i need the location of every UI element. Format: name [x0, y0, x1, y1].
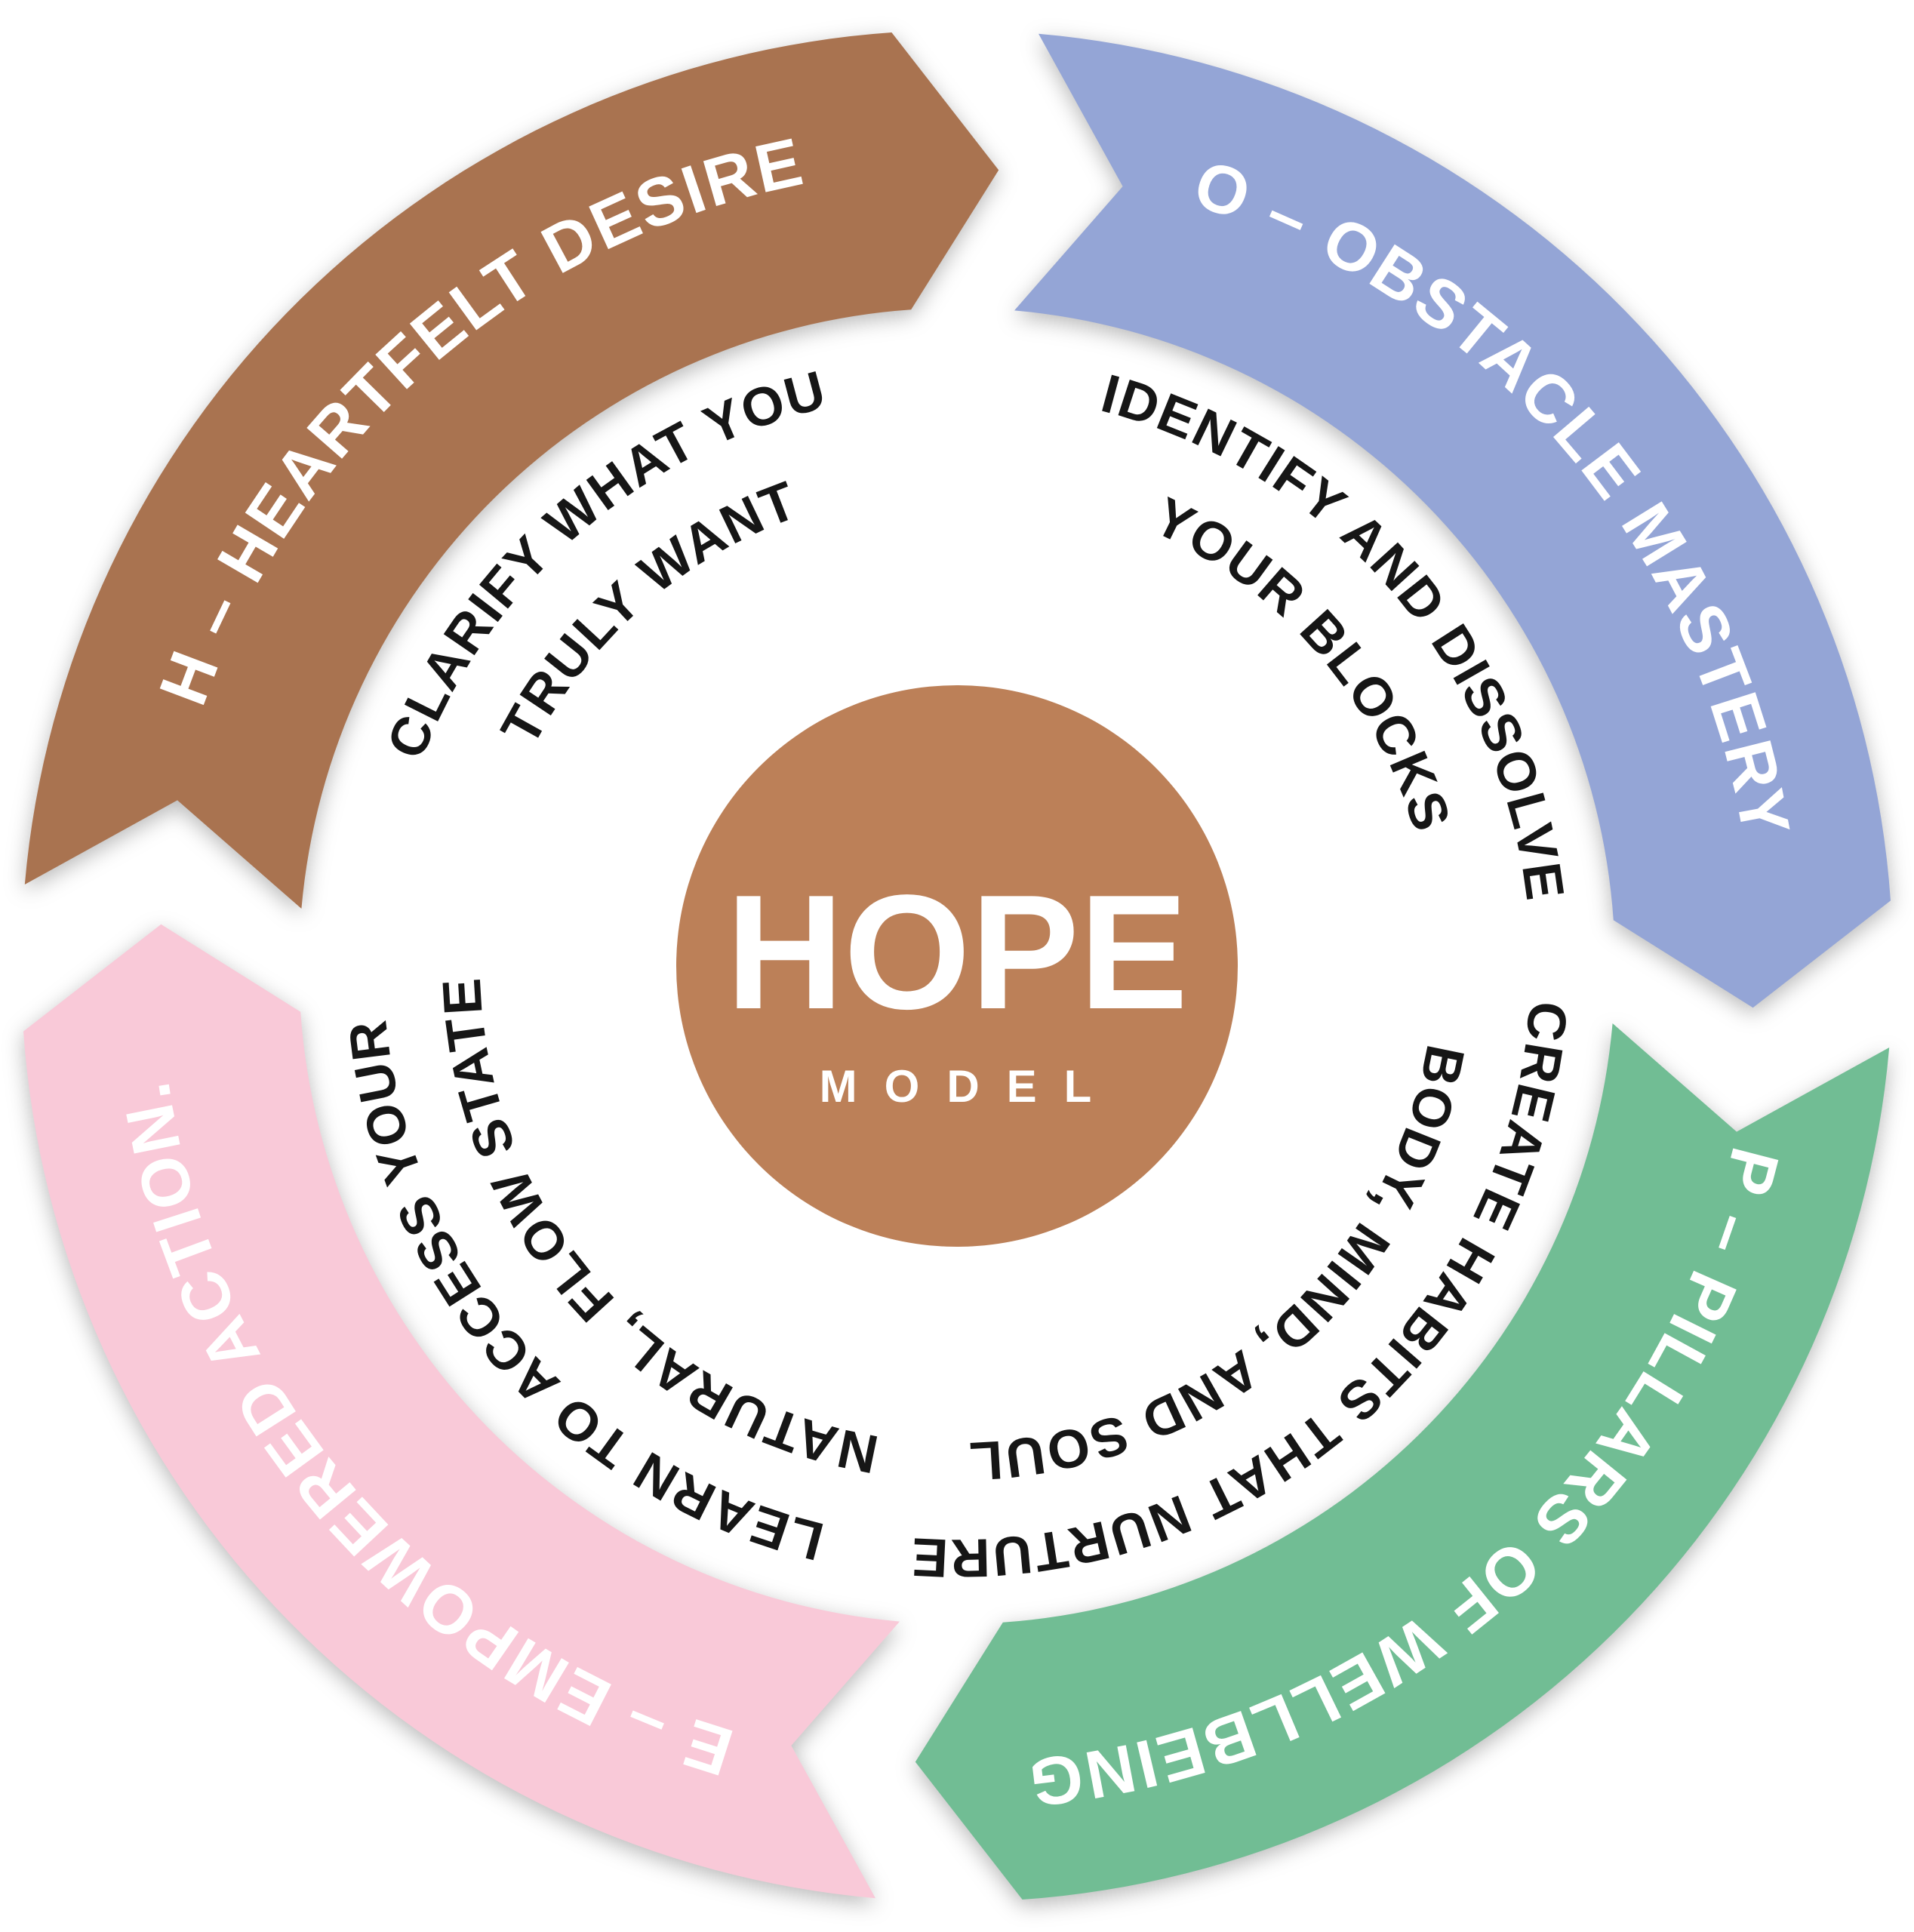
segment-arrow-heartfelt-desire	[24, 32, 999, 909]
center-title: HOPE	[726, 860, 1188, 1043]
segment-arrow-obstacle-mastery	[1014, 33, 1891, 1008]
description-obstacle-mastery-line2: YOUR BLOCKS	[1145, 486, 1462, 839]
center-subtitle: MODEL	[820, 1061, 1119, 1112]
segment-arrow-pillars-of-wellbeing	[915, 1023, 1890, 1900]
description-obstacle-mastery-line2-text: YOUR BLOCKS	[1145, 486, 1460, 839]
center-circle	[676, 685, 1238, 1247]
segment-arrow-empowered-action	[23, 924, 900, 1899]
